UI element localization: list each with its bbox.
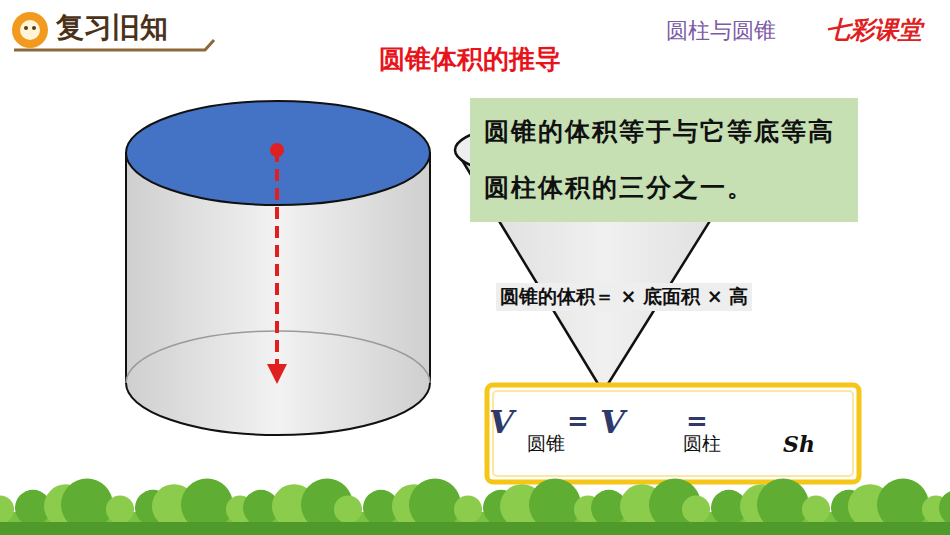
formula-words: 圆锥的体积＝ × 底面积 × 高 [496,283,752,311]
formula-frame [487,385,859,482]
formula-part: 圆锥 [527,433,565,454]
conclusion-text: 圆锥的体积等于与它等底等高圆柱体积的三分之一。 [484,104,844,216]
formula-part: V [489,405,514,440]
formula-glow [493,391,853,476]
header-icon [12,12,48,48]
logo-text: 七彩课堂 [826,14,922,46]
cylinder [126,101,430,435]
header-text: 复习旧知 [56,8,212,48]
formula-part: = [686,407,708,436]
course-name: 圆柱与圆锥 [666,16,776,46]
formula-part: V [600,405,625,440]
formula-part: = [567,407,589,436]
header-tab: 复习旧知 [52,8,212,60]
formula-part: Sh [783,432,815,456]
conclusion-box: 圆锥的体积等于与它等底等高圆柱体积的三分之一。 [470,98,858,222]
grass [0,479,950,535]
slide-title: 圆锥体积的推导 [379,42,561,77]
formula-part: 圆柱 [683,433,721,454]
formula-box: V圆锥=V圆柱=Sh [487,385,859,482]
